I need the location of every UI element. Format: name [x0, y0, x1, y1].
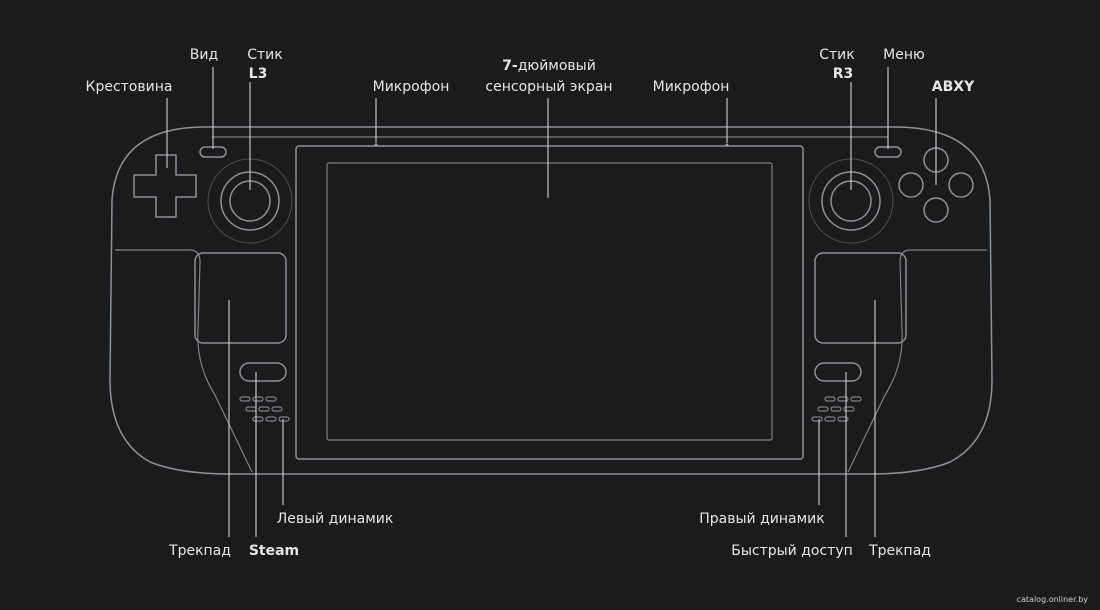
label-quick-access: Быстрый доступ: [731, 543, 853, 559]
label-trackpad-right: Трекпад: [868, 543, 931, 559]
screen-bezel: [295, 145, 804, 460]
screen-display: [326, 162, 773, 441]
mic-left: [374, 143, 378, 147]
label-abxy: ABXY: [932, 79, 975, 95]
device-body: [109, 126, 993, 475]
trackpad-left[interactable]: [194, 252, 287, 344]
label-screen-line1: 7-дюймовый: [502, 58, 596, 74]
label-trackpad-left: Трекпад: [168, 543, 231, 559]
steam-button[interactable]: [239, 362, 287, 382]
watermark: catalog.onliner.by: [1016, 595, 1088, 604]
leader-lines: [166, 67, 937, 537]
mic-right: [725, 143, 729, 147]
label-dpad: Крестовина: [86, 79, 173, 95]
speaker-right-grille: [811, 396, 862, 422]
label-screen-size: 7-: [502, 58, 518, 74]
label-stick-l-title: Стик: [247, 47, 283, 63]
speaker-left-grille: [239, 396, 290, 422]
label-stick-r-title: Стик: [819, 47, 855, 63]
trackpad-right[interactable]: [814, 252, 907, 344]
label-screen-inch: дюймовый: [518, 58, 596, 74]
label-mic-left: Микрофон: [373, 79, 450, 95]
label-screen-line2: сенсорный экран: [485, 79, 612, 95]
label-speaker-left: Левый динамик: [277, 511, 394, 527]
labels: Крестовина Вид Стик L3 Микрофон 7-дюймов…: [86, 47, 976, 559]
label-menu: Меню: [883, 47, 925, 63]
quick-access-button[interactable]: [814, 362, 862, 382]
label-speaker-right: Правый динамик: [699, 511, 824, 527]
label-view: Вид: [190, 47, 218, 63]
label-stick-l-name: L3: [249, 66, 268, 82]
label-stick-r-name: R3: [833, 66, 854, 82]
label-steam: Steam: [249, 543, 299, 559]
dpad[interactable]: [133, 154, 197, 218]
label-mic-right: Микрофон: [653, 79, 730, 95]
